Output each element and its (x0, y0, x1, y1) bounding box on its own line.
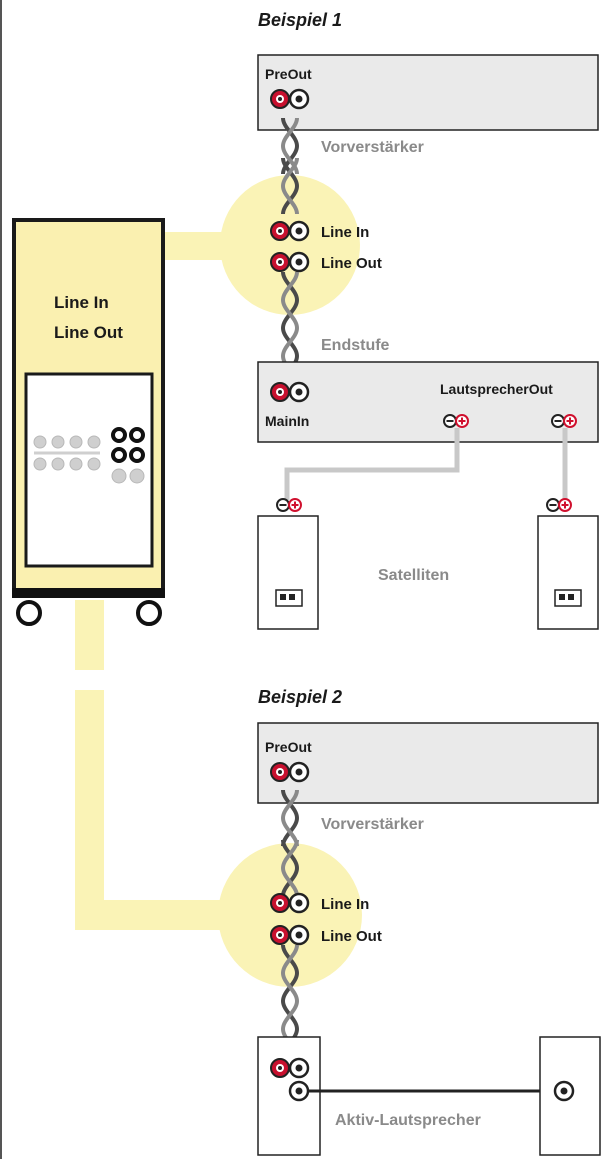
device-black-knobs (111, 427, 145, 463)
highlight-circle-1 (220, 175, 360, 315)
example-1-mainin-red-jack (270, 382, 290, 402)
example-2-preout-label: PreOut (265, 739, 312, 755)
recorder-device: Line In Line Out (12, 218, 165, 626)
example-1-mainin-label: MainIn (265, 413, 309, 429)
example-1-speaker-out-label: LautsprecherOut (440, 381, 553, 397)
example-1-preout-red-jack (270, 89, 290, 109)
example-2-preamp-label: Vorverstärker (321, 816, 424, 833)
example-1-line-out-label: Line Out (321, 255, 382, 272)
example-1-title: Beispiel 1 (258, 10, 342, 30)
example-1-speaker-wire-left (284, 428, 460, 500)
example-1-satellite-right-terminal (546, 498, 572, 512)
example-2-speaker-red-jack (270, 1058, 290, 1078)
example-1-line-in-label: Line In (321, 224, 369, 241)
example-1-preout-white-jack (288, 88, 310, 110)
example-1-line-out-white-jack (288, 251, 310, 273)
example-1-mainin-white-jack (288, 381, 310, 403)
example-2-preout-white-jack (288, 761, 310, 783)
device-front-panel (24, 372, 154, 568)
example-2-active-speaker-label: Aktiv-Lautsprecher (335, 1112, 481, 1129)
example-1-satellite-right (537, 515, 599, 630)
example-1-preout-label: PreOut (265, 66, 312, 82)
device-line-in-label: Line In (54, 293, 109, 312)
example-2-line-out-white-jack (288, 924, 310, 946)
example-1-satellite-left-terminal (276, 498, 302, 512)
example-1-line-in-white-jack (288, 220, 310, 242)
example-2-speaker-link-jack-left (288, 1080, 310, 1102)
device-wheels (12, 588, 165, 626)
example-2-line-out-red-jack (270, 925, 290, 945)
example-1-line-out-red-jack (270, 252, 290, 272)
example-2-line-in-label: Line In (321, 896, 369, 913)
device-gray-knobs (33, 435, 145, 484)
example-2-line-out-label: Line Out (321, 928, 382, 945)
highlight-path (75, 175, 362, 987)
example-2-active-speaker-left (257, 1036, 321, 1156)
example-1-satellite-left (257, 515, 319, 630)
example-2-line-in-red-jack (270, 893, 290, 913)
example-2-line-in-white-jack (288, 892, 310, 914)
example-2-title: Beispiel 2 (258, 687, 342, 707)
example-1-satellites-label: Satelliten (378, 567, 449, 584)
example-1-preamp-box (257, 54, 599, 131)
device-line-out-label: Line Out (54, 323, 123, 342)
example-1-amp-box (257, 361, 599, 443)
example-2-speaker-link-jack-right (553, 1080, 575, 1102)
example-2-preamp-box (257, 722, 599, 804)
example-1-preamp-label: Vorverstärker (321, 139, 424, 156)
example-2-preout-red-jack (270, 762, 290, 782)
example-1-line-in-red-jack (270, 221, 290, 241)
example-1-amp-label: Endstufe (321, 337, 390, 354)
example-2-speaker-white-jack (288, 1057, 310, 1079)
highlight-circle-2 (218, 843, 362, 987)
